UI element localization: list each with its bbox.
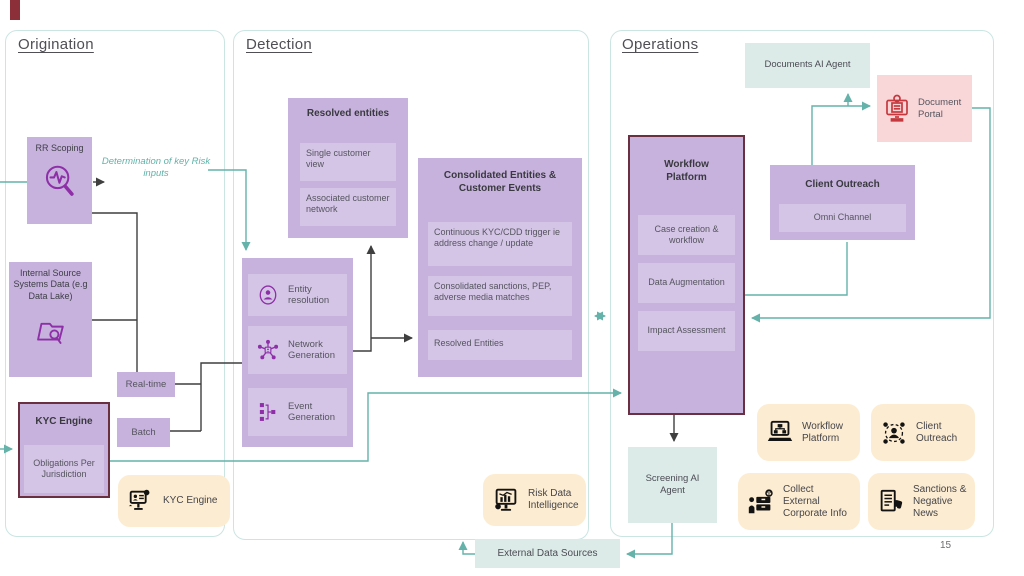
client-outreach-legend: Client Outreach: [871, 404, 975, 461]
workflow-item: Case creation & workflow: [638, 215, 735, 255]
workflow-platform-title: Workflow Platform: [664, 159, 709, 183]
consolidated-item: Consolidated sanctions, PEP, adverse med…: [428, 276, 572, 316]
workflow-item: Data Augmentation: [638, 263, 735, 303]
client-outreach-box: Client Outreach Omni Channel: [770, 165, 915, 240]
client-outreach-legend-label: Client Outreach: [916, 420, 958, 444]
page-number: 15: [940, 540, 952, 551]
consolidated-title: Consolidated Entities & Customer Events: [443, 170, 557, 194]
corner-logo-mark: [10, 0, 20, 20]
external-data-sources-label: External Data Sources: [497, 548, 598, 559]
sanctions-news-legend: Sanctions & Negative News: [868, 473, 975, 530]
collect-external-legend-label: Collect External Corporate Info: [783, 483, 847, 519]
resolved-entities-box: Resolved entities Single customer view A…: [288, 98, 408, 238]
folder-search-icon: [12, 312, 89, 348]
risk-data-icon: [491, 485, 521, 515]
resolved-entities-title: Resolved entities: [306, 108, 390, 119]
network-icon: [255, 337, 281, 363]
client-outreach-icon: [879, 418, 909, 448]
internal-source-box: Internal Source Systems Data (e.g Data L…: [9, 262, 92, 377]
batch-box: Batch: [117, 418, 170, 447]
operations-title: Operations: [622, 36, 699, 53]
consolidated-item: Resolved Entities: [428, 330, 572, 360]
workflow-platform-icon: [765, 418, 795, 448]
internal-source-label: Internal Source Systems Data (e.g Data L…: [13, 268, 88, 301]
document-portal-box: Document Portal: [877, 75, 972, 142]
detection-title: Detection: [246, 36, 313, 53]
rr-scoping-label: RR Scoping: [35, 143, 84, 153]
workflow-platform-box: Workflow Platform Case creation & workfl…: [628, 135, 745, 415]
pipeline-label: Network Generation: [288, 338, 336, 361]
document-portal-icon: [881, 93, 913, 125]
sanctions-news-icon: [876, 487, 906, 517]
real-time-box: Real-time: [117, 372, 175, 397]
consolidated-item: Continuous KYC/CDD trigger ie address ch…: [428, 222, 572, 266]
external-data-sources-box: External Data Sources: [475, 539, 620, 568]
screening-ai-agent-box: Screening AI Agent: [628, 447, 717, 523]
collect-corporate-info-icon: [746, 487, 776, 517]
workflow-item: Impact Assessment: [638, 311, 735, 351]
risk-data-legend-label: Risk Data Intelligence: [528, 488, 579, 511]
magnifier-pulse-icon: [27, 162, 92, 200]
batch-label: Batch: [131, 427, 156, 438]
real-time-label: Real-time: [125, 379, 167, 390]
pipeline-row: Event Generation: [248, 388, 347, 436]
person-circle-icon: [255, 282, 281, 308]
resolved-entities-item: Associated customer network: [300, 188, 396, 226]
documents-ai-agent-box: Documents AI Agent: [745, 43, 870, 88]
kyc-engine-legend: KYC Engine: [118, 475, 230, 527]
resolved-entities-item: Single customer view: [300, 143, 396, 181]
kyc-engine-box: KYC Engine Obligations Per Jurisdiction: [18, 402, 110, 498]
risk-inputs-note: Determination of key Risk inputs: [101, 156, 211, 180]
kyc-engine-icon: [126, 486, 156, 516]
pipeline-label: Entity resolution: [288, 283, 330, 306]
pipeline-label: Event Generation: [288, 400, 336, 423]
kyc-engine-sub: Obligations Per Jurisdiction: [24, 445, 104, 493]
origination-title: Origination: [18, 36, 94, 53]
event-flow-icon: [255, 399, 281, 425]
kyc-engine-legend-label: KYC Engine: [163, 495, 218, 506]
consolidated-entities-box: Consolidated Entities & Customer Events …: [418, 158, 582, 377]
workflow-platform-legend-label: Workflow Platform: [802, 420, 843, 444]
screening-ai-agent-label: Screening AI Agent: [645, 472, 700, 496]
pipeline-row: Network Generation: [248, 326, 347, 374]
kyc-engine-title: KYC Engine: [35, 416, 93, 427]
pipeline-row: Entity resolution: [248, 274, 347, 316]
workflow-platform-legend: Workflow Platform: [757, 404, 860, 461]
document-portal-label: Document Portal: [918, 96, 962, 120]
rr-scoping-box: RR Scoping: [27, 137, 92, 224]
collect-external-legend: Collect External Corporate Info: [738, 473, 860, 530]
sanctions-news-legend-label: Sanctions & Negative News: [913, 483, 967, 519]
risk-data-intelligence-legend: Risk Data Intelligence: [483, 474, 586, 526]
documents-ai-agent-label: Documents AI Agent: [764, 59, 851, 71]
client-outreach-title: Client Outreach: [805, 179, 880, 190]
detection-pipeline-box: Entity resolution: [242, 258, 353, 447]
client-outreach-sub: Omni Channel: [779, 204, 906, 232]
